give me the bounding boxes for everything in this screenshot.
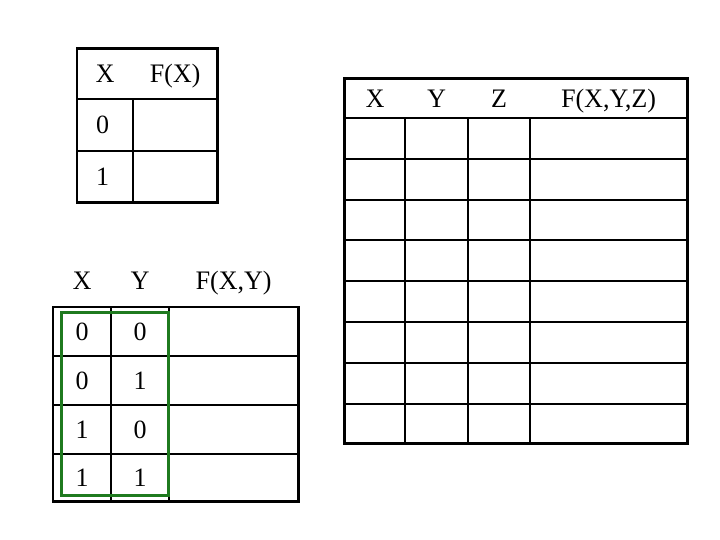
table-border: [52, 453, 300, 455]
value-cell: 1: [133, 462, 147, 492]
table-border: [343, 442, 689, 445]
table-border: [343, 199, 689, 201]
output-cell: [134, 100, 216, 150]
header-cell: F(X): [149, 59, 201, 88]
table-border: [343, 77, 346, 444]
table-border: [52, 404, 300, 406]
table-border: [343, 362, 689, 364]
header-cell: X: [365, 83, 385, 113]
table-border: [52, 306, 300, 308]
value-cell: 0: [133, 414, 147, 444]
table-border: [76, 201, 219, 204]
header-cell: Z: [491, 83, 507, 113]
output-cell: [170, 308, 297, 355]
output-cell: [170, 406, 297, 453]
table-border: [343, 321, 689, 323]
value-cell: 1: [96, 161, 109, 191]
value-cell: 0: [75, 316, 89, 346]
header-cell: Y: [427, 83, 446, 113]
table-border: [343, 239, 689, 241]
header-cell: F(X,Y,Z): [561, 83, 656, 113]
table-border: [76, 98, 219, 100]
value-cell: 0: [96, 110, 109, 139]
table-border: [343, 117, 689, 119]
value-cell: 0: [75, 365, 89, 395]
value-cell: 1: [75, 462, 89, 492]
output-cell: [170, 455, 297, 500]
header-cell: Y: [130, 266, 150, 295]
output-cell: [170, 357, 297, 404]
table-border: [216, 47, 219, 203]
output-cell: [134, 152, 216, 201]
header-cell: F(X,Y): [195, 266, 272, 295]
table-border: [76, 47, 78, 203]
table-border: [52, 355, 300, 357]
table-border: [52, 500, 300, 503]
value-cell: 1: [75, 414, 89, 444]
table-border: [343, 403, 689, 405]
table-border: [686, 77, 689, 444]
table-border: [76, 150, 219, 152]
table-border: [343, 158, 689, 160]
table-border: [343, 280, 689, 282]
value-cell: 1: [133, 365, 147, 395]
value-cell: 0: [133, 316, 147, 346]
header-cell: X: [95, 59, 115, 88]
header-cell: X: [72, 266, 92, 295]
table-border: [76, 47, 219, 50]
table-border: [343, 77, 689, 80]
